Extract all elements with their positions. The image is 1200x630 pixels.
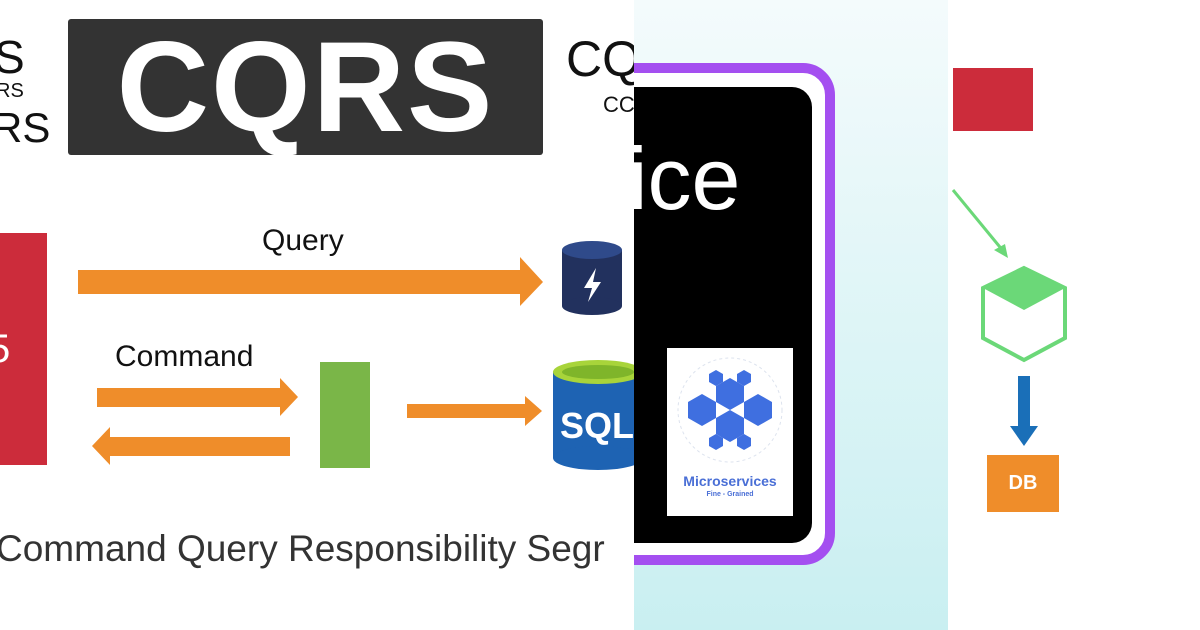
cube-icon (981, 265, 1067, 363)
card-subtitle: Fine - Grained (706, 491, 754, 498)
cut-title-large: CQ (566, 31, 634, 87)
microservices-card: Microservices Fine - Grained (667, 348, 793, 516)
query-label: Query (262, 224, 344, 257)
hexagon-cluster-icon (677, 357, 783, 463)
architecture-panel: DB (948, 0, 1200, 630)
command-label: Command (115, 340, 254, 373)
write-arrow (407, 396, 542, 426)
read-db-icon (562, 241, 622, 315)
cut-title-small: CC (603, 92, 634, 117)
partial-title-medium: RS (0, 104, 51, 151)
flow-arrows: SQL (78, 241, 634, 470)
sql-db-icon: SQL (553, 360, 634, 470)
card-title: Microservices (683, 473, 777, 489)
cqrs-panel: S RS RS CQRS CQ CC 5 Query Command SQL C… (0, 16, 634, 569)
microservice-panel: ice Microservices Fine - Grained (634, 0, 948, 630)
green-arrow (951, 189, 1006, 253)
caption: Command Query Responsibility Segr (0, 528, 605, 569)
response-arrow (92, 427, 290, 465)
query-arrow (78, 257, 543, 306)
db-box: DB (987, 455, 1059, 512)
blue-arrow (1018, 376, 1030, 426)
red-block (953, 68, 1033, 131)
partial-title-large: S (0, 31, 25, 83)
flow-diagram (951, 189, 1067, 446)
command-handler-block (320, 362, 370, 468)
partial-title-small: RS (0, 80, 24, 102)
cqrs-logo: CQRS (68, 16, 543, 159)
command-arrow (97, 378, 298, 416)
client-block: 5 (0, 233, 47, 465)
client-block-text: 5 (0, 327, 10, 372)
big-text: ice (634, 129, 741, 228)
sql-label: SQL (560, 405, 634, 446)
